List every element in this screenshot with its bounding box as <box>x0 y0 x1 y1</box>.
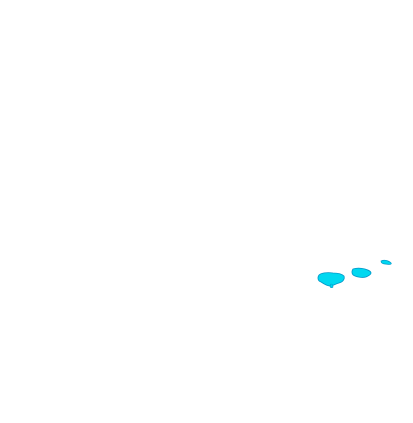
west-cyan-patch <box>317 272 345 288</box>
central-cyan-patch <box>351 267 372 278</box>
east-cyan-patch <box>380 259 392 265</box>
